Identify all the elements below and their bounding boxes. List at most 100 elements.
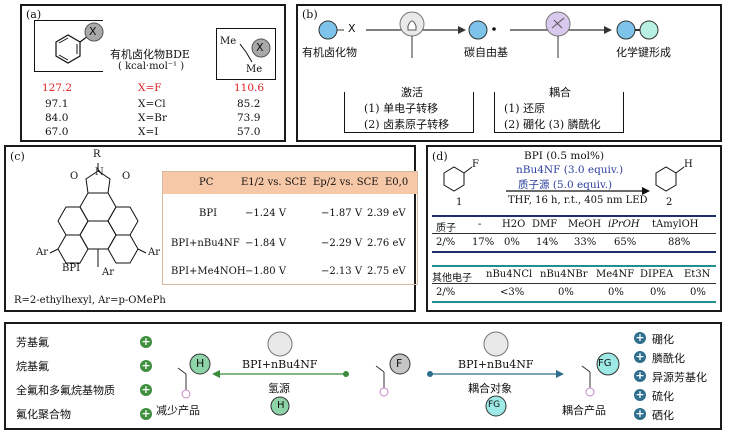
o-left: O (70, 171, 79, 182)
plus-icon: + (634, 369, 646, 382)
proton-val-0: 2/% (436, 237, 456, 248)
compound-2: 2 (666, 197, 673, 208)
bde-left-value: 67.0 (45, 126, 69, 138)
substrate-list: 芳基氟 烷基氟 全氟和多氟烷基物质 氟化聚合物 + + + + (12, 330, 162, 426)
atom-x-right: X (256, 41, 264, 54)
substrate-label: 氟化聚合物 (16, 408, 71, 421)
substrate-label: 烷基氟 (16, 360, 49, 373)
h-source-atom: H (277, 400, 285, 411)
condition-proton: 质子源 (5.0 equiv.) (518, 179, 613, 191)
ar-bottom: Ar (102, 267, 115, 278)
donor-head-2: nBu4NBr (540, 269, 588, 280)
coupling-type: 异源芳基化 (652, 371, 707, 384)
plus-icon: + (634, 388, 646, 401)
h-atom-label: H (196, 357, 205, 370)
defluorination-reaction (443, 166, 685, 195)
panel-a-label: (a) (26, 8, 42, 21)
coupling-list: + 硼化 + 膦酰化 + 异源芳基化 + 硫化 + 硒化 (632, 328, 722, 428)
r-label: R (93, 149, 101, 160)
bde-halogen: X=F (138, 82, 162, 94)
coupling-type: 膦酰化 (652, 352, 685, 365)
row-2-e12: −1.80 V (245, 266, 287, 277)
plus-icon: + (140, 335, 152, 348)
fluoro-f: F (472, 159, 479, 170)
proton-table-mid-rule (432, 233, 716, 234)
ar-left: Ar (36, 247, 49, 258)
right-reagent: BPI+nBu4NF (458, 358, 534, 371)
bde-right-value: 57.0 (237, 126, 261, 138)
atom-x-left: X (89, 25, 97, 38)
panel-b: (b) X 有机卤化物 碳自由基 化学键形成 激活 (1) 单电子转移 (2) … (296, 4, 722, 142)
activation-item-1: (1) 单电子转移 (364, 102, 439, 115)
donor-val-2: 0% (558, 287, 574, 298)
proton-head-4: MeOH (568, 219, 602, 230)
bde-left-value: 127.2 (42, 82, 73, 94)
proton-table-bottom-rule (432, 251, 716, 253)
ar-right: Ar (148, 247, 161, 258)
step-organohalide: 有机卤化物 (302, 46, 357, 59)
proton-val-2: 0% (504, 237, 520, 248)
row-0-e12: −1.24 V (245, 208, 287, 219)
proton-val-4: 33% (574, 237, 597, 248)
donor-val-4: 0% (650, 287, 666, 298)
donor-head-0: 其他电子 (432, 273, 472, 284)
bpi-name: BPI (62, 263, 81, 274)
plus-icon: + (140, 383, 152, 396)
structure-footnote: R=2-ethylhexyl, Ar=p-OMePh (14, 295, 166, 306)
left-reagent: BPI+nBu4NF (242, 358, 318, 371)
step-radical: 碳自由基 (464, 46, 508, 59)
row-1-e12: −1.84 V (245, 238, 287, 249)
right-product: 耦合产品 (562, 404, 606, 417)
row-0-ep2: −1.87 V (321, 208, 363, 219)
application-scheme (177, 331, 620, 417)
coupling-type: 硼化 (652, 333, 674, 346)
coupling-type: 硫化 (652, 390, 674, 403)
o-right: O (122, 171, 131, 182)
substrate-item: 氟化聚合物 (16, 406, 71, 422)
panel-d-label: (d) (432, 150, 448, 163)
bde-unit: ( kcal·mol⁻¹ ) (118, 61, 185, 72)
proton-head-0: 质子 (436, 223, 456, 234)
bde-left-value: 84.0 (45, 112, 69, 124)
coupling-box (494, 92, 624, 133)
fluorobenzene-structure-left (55, 22, 104, 64)
product-h: H (684, 159, 693, 170)
plus-icon: + (634, 350, 646, 363)
donor-table-mid-rule (432, 283, 716, 284)
proton-val-6: 88% (668, 237, 691, 248)
panel-e: 芳基氟 烷基氟 全氟和多氟烷基物质 氟化聚合物 + + + + (4, 322, 722, 430)
plus-icon: + (140, 407, 152, 420)
row-0-e00: 2.39 eV (367, 208, 406, 219)
fg-partner-atom: FG (488, 400, 501, 410)
proton-val-5: 65% (614, 237, 637, 248)
th-e-half: E1/2 vs. SCE (241, 177, 307, 188)
bde-title: 有机卤化物BDE (110, 48, 190, 61)
redox-table: PC E1/2 vs. SCE Ep/2 vs. SCE E0,0 BPI −1… (162, 171, 418, 285)
row-1-ep2: −2.29 V (321, 238, 363, 249)
n-label: N (95, 167, 104, 178)
right-partner: 耦合对象 (468, 382, 512, 395)
donor-table-top-rule (432, 265, 716, 267)
proton-head-2: H2O (502, 219, 526, 230)
bracket-left (34, 20, 103, 72)
bde-halogen: X=Cl (138, 98, 166, 110)
donor-head-5: Et3N (684, 269, 711, 280)
compound-1: 1 (456, 197, 463, 208)
donor-val-1: <3% (500, 287, 525, 298)
donor-val-5: 0% (690, 287, 706, 298)
proton-head-5: iPrOH (608, 219, 640, 230)
step-bond: 化学键形成 (616, 46, 671, 59)
bde-halogen: X=Br (138, 112, 168, 124)
row-1-pc: BPI+nBu4NF (171, 238, 240, 249)
proton-val-1: 17% (472, 237, 495, 248)
row-1-e00: 2.76 eV (367, 238, 406, 249)
panel-d: (d) F H BPI (0.5 mol%) nBu4NF (3.0 equiv… (426, 145, 722, 312)
left-source: 氢源 (268, 382, 290, 395)
panel-c-label: (c) (10, 150, 25, 163)
coupling-title: 耦合 (546, 84, 574, 100)
condition-catalyst: BPI (0.5 mol%) (524, 150, 605, 162)
coupling-item-1: (1) 还原 (504, 102, 546, 115)
activation-item-2: (2) 卤素原子转移 (364, 118, 450, 131)
plus-icon: + (140, 359, 152, 372)
activation-coupling-scheme (318, 11, 659, 58)
